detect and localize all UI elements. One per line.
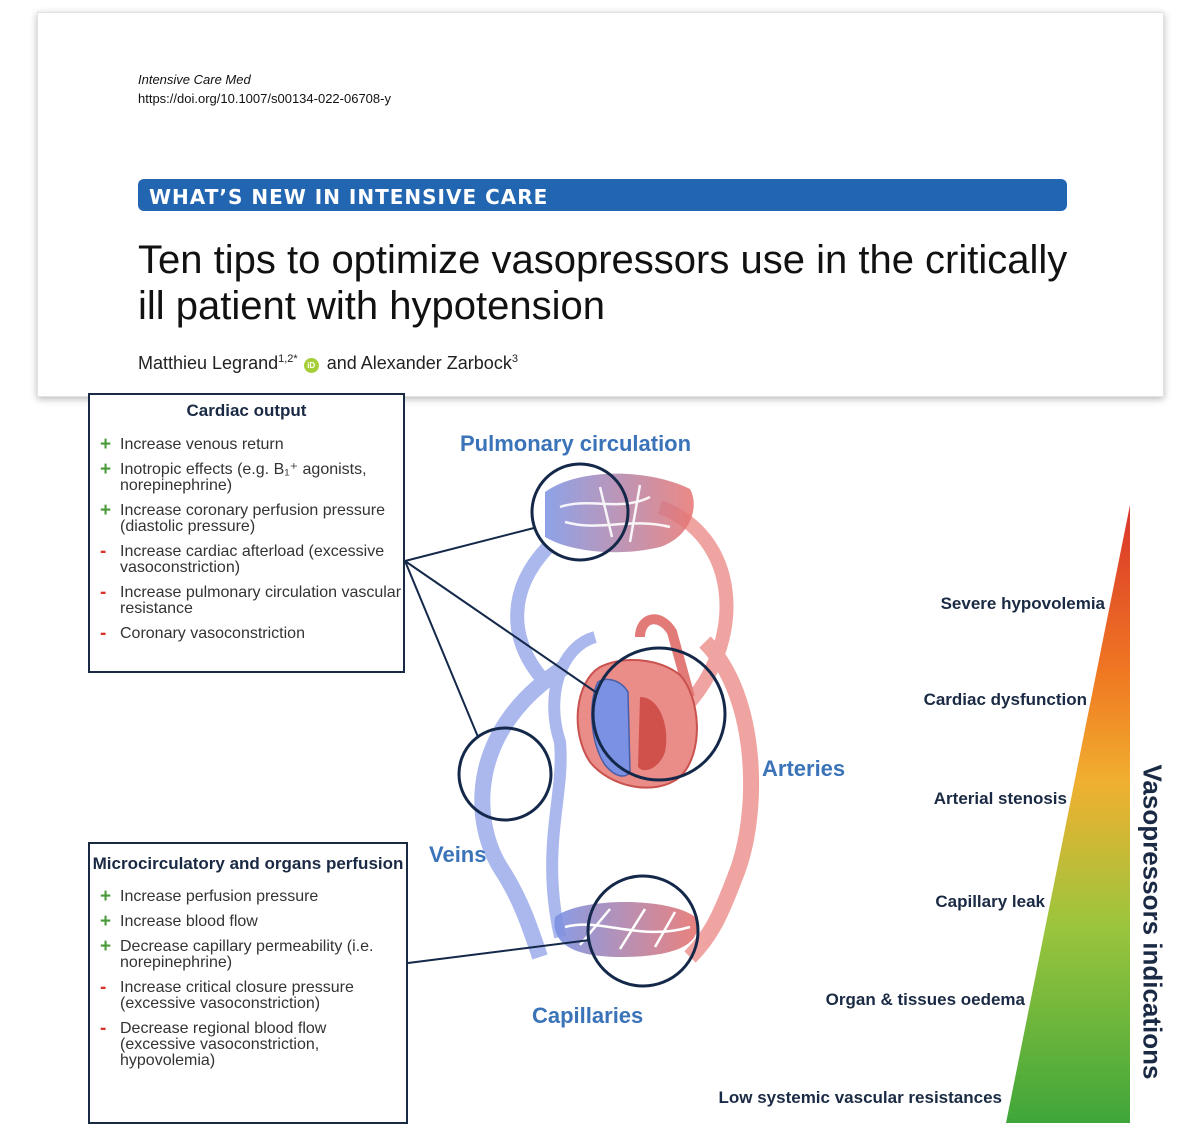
indications-gradient-triangle xyxy=(1006,505,1130,1123)
list-item: -Increase cardiac afterload (excessive v… xyxy=(90,541,403,576)
list-item: + Inotropic effects (e.g. B₁⁺ agonists, n… xyxy=(90,459,403,494)
list-item: -Increase critical closure pressure (exc… xyxy=(90,977,406,1012)
focus-circle-capillaries xyxy=(586,874,700,988)
microcirculatory-box: Microcirculatory and organs perfusion + I… xyxy=(88,842,408,1124)
minus-icon: - xyxy=(100,541,107,562)
plus-icon: + xyxy=(100,886,112,907)
article-title: Ten tips to optimize vasopressors use in… xyxy=(138,238,1068,328)
veins-label: Veins xyxy=(429,842,487,867)
focus-circle-heart xyxy=(591,646,727,782)
item-text: Decrease capillary permeability (i.e. no… xyxy=(120,938,374,971)
item-text: Increase critical closure pressure (exce… xyxy=(120,979,354,1012)
pulmonary-circulation-label: Pulmonary circulation xyxy=(460,431,692,456)
item-text: Increase coronary perfusion pressure (di… xyxy=(120,502,386,535)
author-affiliation-sup: 1,2* xyxy=(278,353,298,365)
item-text: Increase blood flow xyxy=(120,913,258,930)
focus-circle-vein xyxy=(457,726,553,822)
indication-level: Organ & tissues oedema xyxy=(825,990,1025,1009)
artery-vessel xyxy=(684,636,760,963)
indication-level: Severe hypovolemia xyxy=(940,594,1105,613)
minus-icon: - xyxy=(100,977,107,998)
heart-left-ventricle xyxy=(638,697,667,771)
list-item: -Coronary vasoconstriction xyxy=(90,623,403,644)
item-text: Increase perfusion pressure xyxy=(120,888,319,905)
minus-icon: - xyxy=(100,582,107,603)
list-item: + Increase venous return xyxy=(90,434,403,455)
figure-diagram xyxy=(404,462,1130,1123)
journal-name: Intensive Care Med xyxy=(138,72,251,87)
connector-lines xyxy=(404,527,598,964)
microcirculatory-list: + Increase perfusion pressure + Increase b… xyxy=(90,886,406,1069)
vein-vessel xyxy=(474,660,570,960)
indication-level: Arterial stenosis xyxy=(933,789,1067,808)
minus-icon: - xyxy=(100,1018,107,1039)
list-item: -Increase pulmonary circulation vascular… xyxy=(90,582,403,617)
indication-level: Low systemic vascular resistances xyxy=(718,1088,1003,1107)
plus-icon: + xyxy=(100,911,112,932)
author-name[interactable]: Matthieu Legrand xyxy=(138,353,279,373)
pulmonary-bed xyxy=(545,473,694,553)
capillaries-label: Capillaries xyxy=(532,1003,644,1028)
aorta-vessel xyxy=(635,614,695,699)
plus-icon: + xyxy=(100,434,112,455)
article-header-card: Intensive Care Med https://doi.org/10.10… xyxy=(37,12,1164,397)
item-text: Increase pulmonary circulation vascular … xyxy=(120,584,402,617)
pulmonary-vein-vessel xyxy=(510,542,554,687)
plus-icon: + xyxy=(100,500,112,521)
cardiac-output-box: Cardiac output + Increase venous return +… xyxy=(88,393,405,673)
item-text: Increase cardiac afterload (excessive va… xyxy=(120,543,385,576)
arteries-label: Arteries xyxy=(762,756,846,781)
cardiac-output-title: Cardiac output xyxy=(186,401,307,420)
author-affiliation-sup: 3 xyxy=(511,353,518,365)
list-item: + Increase perfusion pressure xyxy=(90,886,406,907)
microcirculatory-title: Microcirculatory and organs perfusion xyxy=(92,854,404,873)
item-text: Coronary vasoconstriction xyxy=(120,625,305,642)
orcid-icon[interactable]: iD xyxy=(303,358,319,373)
plus-icon: + xyxy=(100,459,112,480)
item-text: Increase venous return xyxy=(120,436,284,453)
author-line: Matthieu Legrand1,2* iD and Alexander Za… xyxy=(138,353,518,374)
focus-circle-pulmonary xyxy=(530,462,630,562)
section-label: WHAT’S NEW IN INTENSIVE CARE xyxy=(149,185,549,209)
minus-icon: - xyxy=(100,623,107,644)
doi-link[interactable]: https://doi.org/10.1007/s00134-022-06708… xyxy=(138,91,391,106)
indication-level: Cardiac dysfunction xyxy=(923,690,1087,709)
item-text: Decrease regional blood flow (excessive … xyxy=(120,1020,327,1069)
plus-icon: + xyxy=(100,936,112,957)
cardiac-output-list: + Increase venous return + Inotropic effec… xyxy=(90,434,403,644)
figure: Cardiac output + Increase venous return +… xyxy=(0,393,1200,1135)
list-item: + Increase coronary perfusion pressure (d… xyxy=(90,500,403,535)
list-item: -Decrease regional blood flow (excessive… xyxy=(90,1018,406,1069)
vasopressors-indications-title: Vasopressors indications xyxy=(1137,764,1168,1080)
section-banner: WHAT’S NEW IN INTENSIVE CARE xyxy=(138,179,1067,211)
indication-level: Capillary leak xyxy=(935,892,1045,911)
item-text: Inotropic effects (e.g. B₁⁺ agonists, no… xyxy=(120,461,367,494)
list-item: + Increase blood flow xyxy=(90,911,406,932)
vein-inner-vessel xyxy=(546,631,598,939)
list-item: + Decrease capillary permeability (i.e. n… xyxy=(90,936,406,971)
second-author: and Alexander Zarbock xyxy=(321,353,512,373)
